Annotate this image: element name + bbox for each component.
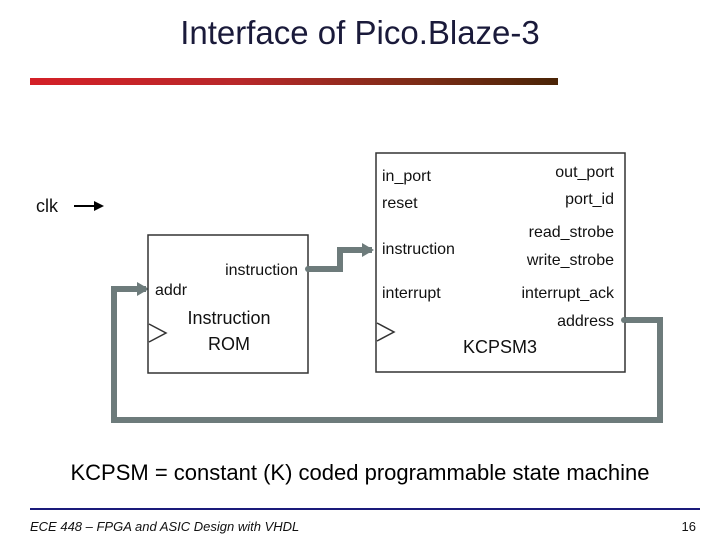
address-feedback-bus	[111, 286, 663, 423]
clk-label: clk	[36, 196, 59, 216]
rom-name-line2: ROM	[208, 334, 250, 354]
kcpsm-port-address: address	[557, 313, 614, 330]
page-number: 16	[681, 519, 696, 534]
rom-port-addr: addr	[155, 282, 188, 299]
instruction-bus-arrowhead	[362, 243, 374, 257]
kcpsm-clock-triangle	[376, 322, 396, 342]
rom-port-instruction: instruction	[225, 262, 298, 279]
slide-title: Interface of Pico.Blaze-3	[180, 14, 540, 51]
kcpsm-address-port-dot	[621, 317, 627, 323]
slide-caption: KCPSM = constant (K) coded programmable …	[70, 460, 650, 485]
footer-divider	[30, 508, 700, 510]
kcpsm-port-read-strobe: read_strobe	[529, 224, 614, 241]
kcpsm-name: KCPSM3	[463, 337, 537, 357]
kcpsm-port-in-port: in_port	[382, 168, 431, 185]
title-underline-bar	[30, 78, 558, 85]
rom-clock-triangle	[148, 323, 168, 343]
kcpsm-port-reset: reset	[382, 195, 418, 212]
kcpsm-port-port-id: port_id	[565, 191, 614, 208]
kcpsm-port-interrupt: interrupt	[382, 285, 441, 302]
rom-instruction-port-dot	[305, 266, 311, 272]
instruction-bus	[308, 247, 372, 272]
instruction-rom-block	[147, 234, 309, 374]
kcpsm-port-out-port: out_port	[555, 164, 614, 181]
address-bus-arrowhead	[137, 282, 149, 296]
footer-course-title: ECE 448 – FPGA and ASIC Design with VHDL	[30, 519, 300, 534]
kcpsm3-block	[375, 152, 626, 373]
clk-arrow-head	[94, 201, 104, 211]
kcpsm-port-instruction: instruction	[382, 241, 455, 258]
kcpsm-port-interrupt-ack: interrupt_ack	[522, 285, 615, 302]
rom-name-line1: Instruction	[187, 308, 270, 328]
kcpsm-port-write-strobe: write_strobe	[526, 252, 614, 269]
